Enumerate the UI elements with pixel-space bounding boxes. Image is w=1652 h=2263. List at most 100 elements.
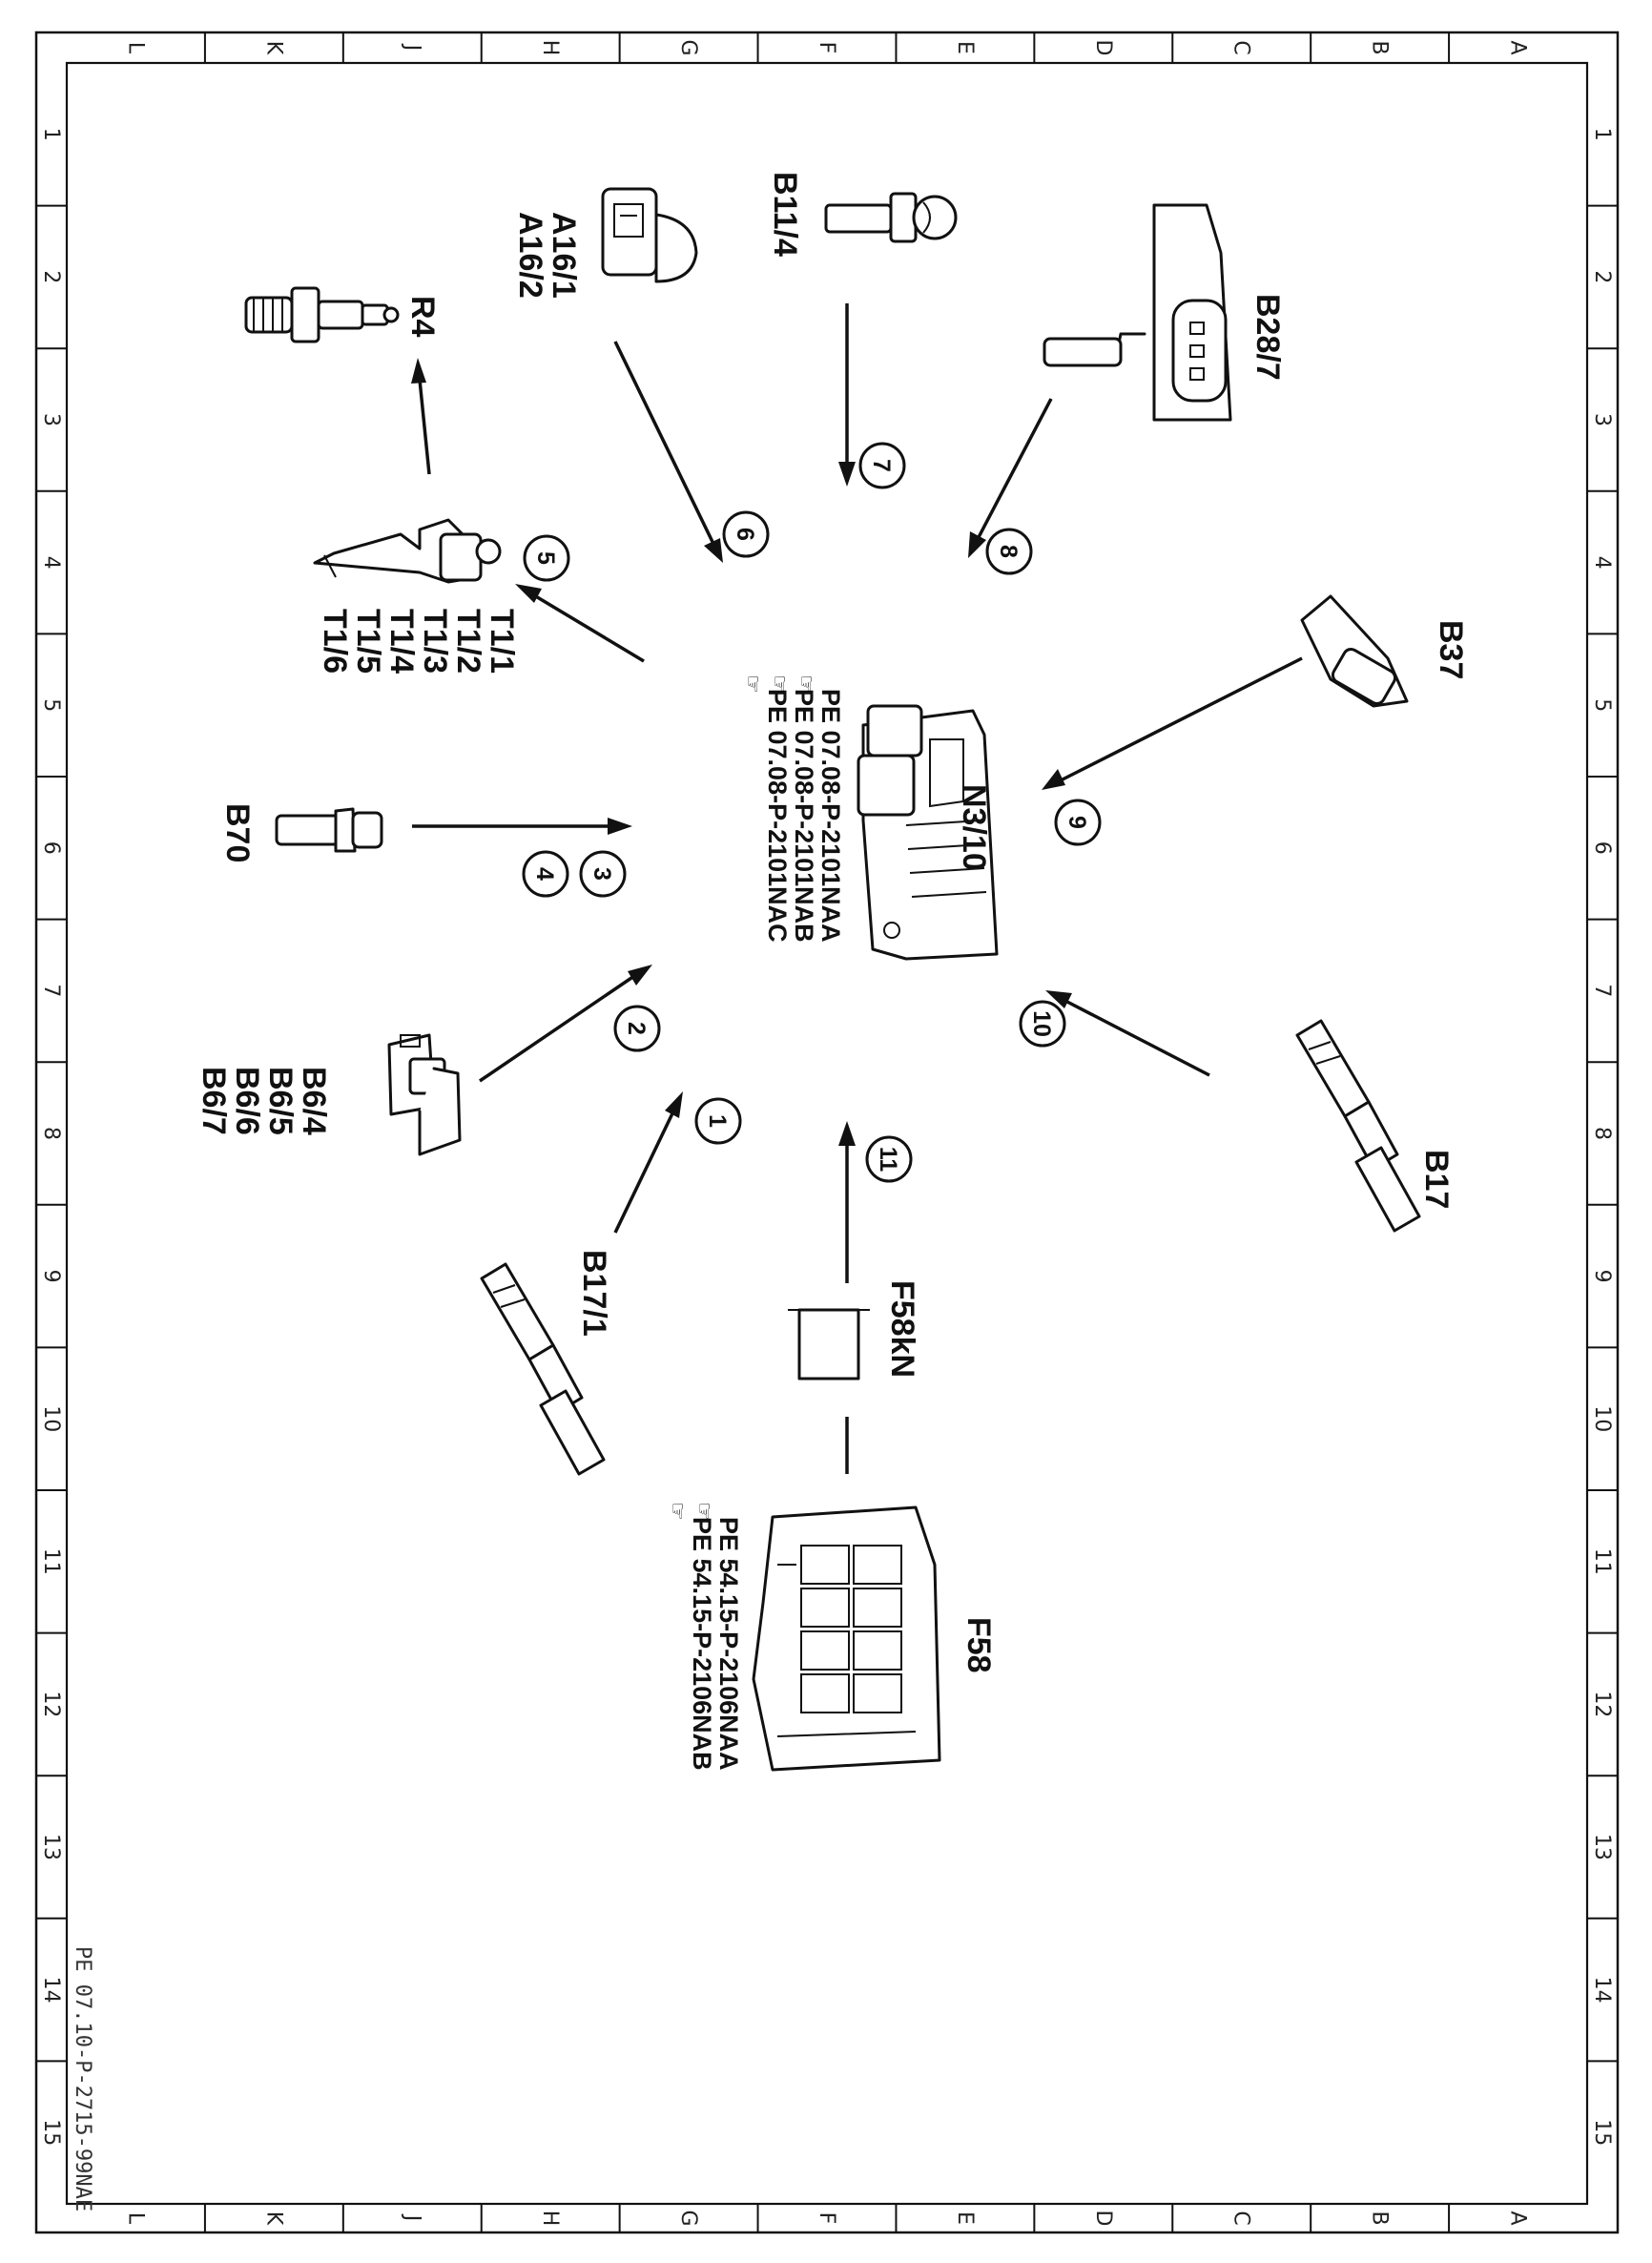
b6-7-label: B6/7 (196, 1067, 232, 1135)
callout-3: 3 (589, 867, 615, 881)
t1-3-label: T1/3 (417, 609, 453, 674)
callout-ring (865, 1135, 913, 1183)
grid-row-label-right: 5 (1590, 698, 1614, 712)
grid-row-label-left: 8 (39, 1127, 63, 1140)
b11-4-label: B11/4 (767, 172, 803, 257)
callout-2: 2 (623, 1022, 650, 1035)
grid-column-label-bottom: A (1506, 2211, 1530, 2225)
grid-row-label-right: 14 (1590, 1977, 1614, 2003)
t1-4-label: T1/4 (383, 609, 420, 674)
f58-label: F58 (960, 1617, 997, 1673)
charge-air-temperature-sensor-b17-1 (480, 1262, 606, 1476)
callout-ring (985, 528, 1033, 575)
b17-1-label: B17/1 (576, 1250, 612, 1337)
b70-label: B70 (219, 803, 256, 862)
camshaft-sensor-b6 (387, 1033, 462, 1156)
grid-row-label-left: 10 (39, 1405, 63, 1432)
engine-control-unit-n3-10 (857, 704, 999, 961)
grid-column-label-bottom: H (538, 2211, 562, 2227)
t1-2-label: T1/2 (450, 609, 486, 674)
n3-10-ref-1: PE 07.08-P-2101NAA (816, 689, 845, 943)
grid-row-label-right: 9 (1590, 1270, 1614, 1283)
grid-column-label-bottom: L (123, 2212, 147, 2225)
callout-ring (1054, 799, 1102, 846)
grid-row-label-left: 9 (39, 1270, 63, 1283)
grid-column-label-bottom: C (1229, 2211, 1253, 2225)
callout-11: 11 (875, 1147, 901, 1173)
grid-row-label-left: 14 (39, 1977, 63, 2003)
b6-4-label: B6/4 (296, 1067, 332, 1135)
grid-column-label-top: B (1368, 40, 1392, 54)
callout-6: 6 (732, 528, 758, 541)
grid-column-label-top: G (676, 39, 700, 55)
grid-row-label-right: 8 (1590, 1127, 1614, 1140)
n3-10-ref-2: PE 07.08-P-2101NAB (790, 689, 818, 943)
intake-air-temperature-sensor-b17 (1295, 1019, 1421, 1233)
a16-1-label: A16/1 (546, 212, 582, 299)
grid-row-label-left: 2 (39, 270, 63, 283)
grid-column-label-top: C (1229, 40, 1253, 54)
b37-label: B37 (1433, 620, 1469, 679)
pointing-hand-icon: ☞ (692, 1502, 716, 1521)
callout-8: 8 (995, 545, 1022, 558)
callout-ring (1019, 1000, 1066, 1048)
pointing-hand-icon: ☞ (795, 675, 818, 694)
n3-10-reference-list: PE 07.08-P-2101NAA PE 07.08-P-2101NAB PE… (741, 675, 845, 943)
document-id: PE 07.10-P-2715-99NAE (71, 1946, 94, 2211)
grid-row-label-right: 2 (1590, 270, 1614, 283)
callout-markers: 1 2 3 4 5 6 7 8 9 10 11 (522, 442, 1102, 1183)
pointing-hand-icon: ☞ (768, 675, 792, 694)
b6-5-label: B6/5 (262, 1067, 299, 1135)
grid-column-label-top: J (400, 43, 423, 52)
accelerator-pedal-sensor-b37 (1300, 594, 1409, 708)
grid-row-label-left: 12 (39, 1691, 63, 1717)
grid-column-label-top: F (815, 42, 838, 54)
grid-column-label-top: H (538, 40, 562, 56)
grid-row-label-left: 3 (39, 413, 63, 426)
callout-4: 4 (531, 867, 558, 881)
f58-reference-list: PE 54.15-P-2106NAA PE 54.15-P-2106NAB ☞ … (666, 1502, 743, 1771)
callout-5: 5 (532, 551, 559, 565)
grid-column-label-bottom: K (261, 2211, 285, 2226)
grid-row-label-right: 7 (1590, 984, 1614, 997)
grid-column-label-bottom: E (953, 2211, 977, 2225)
b17-label: B17 (1418, 1150, 1455, 1209)
callout-7: 7 (868, 459, 895, 472)
callout-9: 9 (1063, 816, 1090, 829)
spark-plug-r4 (244, 286, 400, 343)
b28-7-label: B28/7 (1249, 294, 1286, 381)
grid-column-label-bottom: G (676, 2210, 700, 2226)
grid-row-label-left: 11 (39, 1548, 63, 1575)
grid-row-label-left: 13 (39, 1834, 63, 1860)
grid-column-label-top: L (123, 42, 147, 54)
grid-row-label-right: 3 (1590, 413, 1614, 426)
grid-row-label-right: 13 (1590, 1834, 1614, 1860)
grid-row-label-right: 6 (1590, 841, 1614, 855)
n3-10-label: N3/10 (956, 784, 992, 871)
grid-row-label-right: 4 (1590, 556, 1614, 570)
grid-row-label-left: 1 (39, 128, 63, 141)
callout-ring (694, 1097, 742, 1145)
inner-frame (65, 61, 1589, 2206)
callout-ring (579, 850, 627, 898)
grid-row-label-right: 10 (1590, 1405, 1614, 1432)
r4-label: R4 (404, 296, 441, 338)
callout-ring (522, 850, 569, 898)
outer-frame (34, 31, 1620, 2234)
relay-f58kn (788, 1308, 870, 1381)
grid-column-label-top: K (261, 41, 285, 55)
grid-row-label-left: 6 (39, 841, 63, 855)
grid-column-label-bottom: D (1091, 2211, 1115, 2227)
grid-column-label-top: A (1506, 40, 1530, 54)
grid-row-label-right: 12 (1590, 1691, 1614, 1717)
f58kn-label: F58kN (884, 1280, 920, 1378)
callout-ring (722, 510, 770, 558)
callout-1: 1 (704, 1114, 731, 1128)
pointing-hand-icon: ☞ (666, 1502, 690, 1521)
t1-6-label: T1/6 (317, 609, 353, 674)
callout-ring (858, 442, 906, 489)
a16-2-label: A16/2 (512, 212, 548, 299)
